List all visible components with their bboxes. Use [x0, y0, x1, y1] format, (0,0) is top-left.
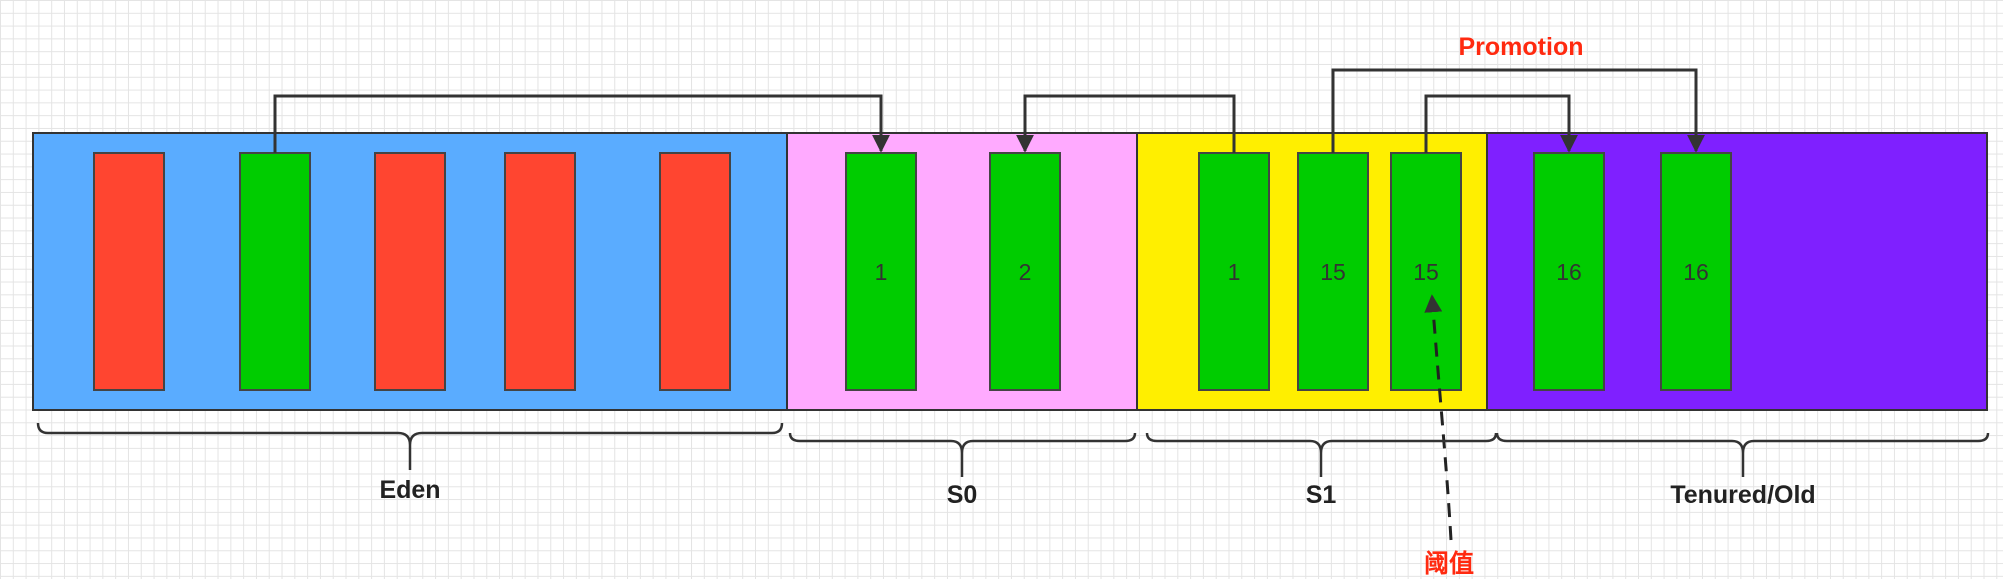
s0-region: [786, 132, 1138, 411]
s1-label: S1: [1306, 481, 1337, 509]
s0-brace: [788, 432, 1137, 477]
old-object-age: 16: [1683, 259, 1709, 285]
s1-object-age: 15: [1320, 259, 1346, 285]
eden-dead-object: [504, 152, 576, 391]
eden-to-s0-arrow: [273, 94, 890, 153]
eden-brace: [36, 422, 784, 470]
eden-dead-object: [374, 152, 446, 391]
eden-dead-object: [659, 152, 731, 391]
s1-to-s0-arrow: [1016, 94, 1236, 153]
s0-object-age: 1: [875, 259, 888, 285]
promotion-arrow-inner: [1424, 94, 1578, 153]
s1-brace: [1145, 432, 1498, 477]
s0-object-age: 2: [1019, 259, 1032, 285]
s1-live-object: [1198, 152, 1270, 391]
old-live-object: [1533, 152, 1605, 391]
promotion-arrow-outer: [1331, 68, 1705, 153]
promotion-label: Promotion: [1459, 33, 1584, 61]
eden-live-object: [239, 152, 311, 391]
s1-live-object: [1390, 152, 1462, 391]
s0-live-object: [845, 152, 917, 391]
old-label: Tenured/Old: [1670, 481, 1815, 509]
s0-live-object: [989, 152, 1061, 391]
s1-object-age: 1: [1228, 259, 1241, 285]
threshold-arrow: [1424, 294, 1453, 541]
s1-live-object: [1297, 152, 1369, 391]
old-live-object: [1660, 152, 1732, 391]
threshold-label: 阈值: [1424, 549, 1474, 578]
s0-label: S0: [947, 481, 978, 509]
eden-dead-object: [93, 152, 165, 391]
s1-object-age: 15: [1413, 259, 1439, 285]
eden-label: Eden: [379, 476, 440, 504]
old-brace: [1495, 432, 1990, 477]
old-object-age: 16: [1556, 259, 1582, 285]
